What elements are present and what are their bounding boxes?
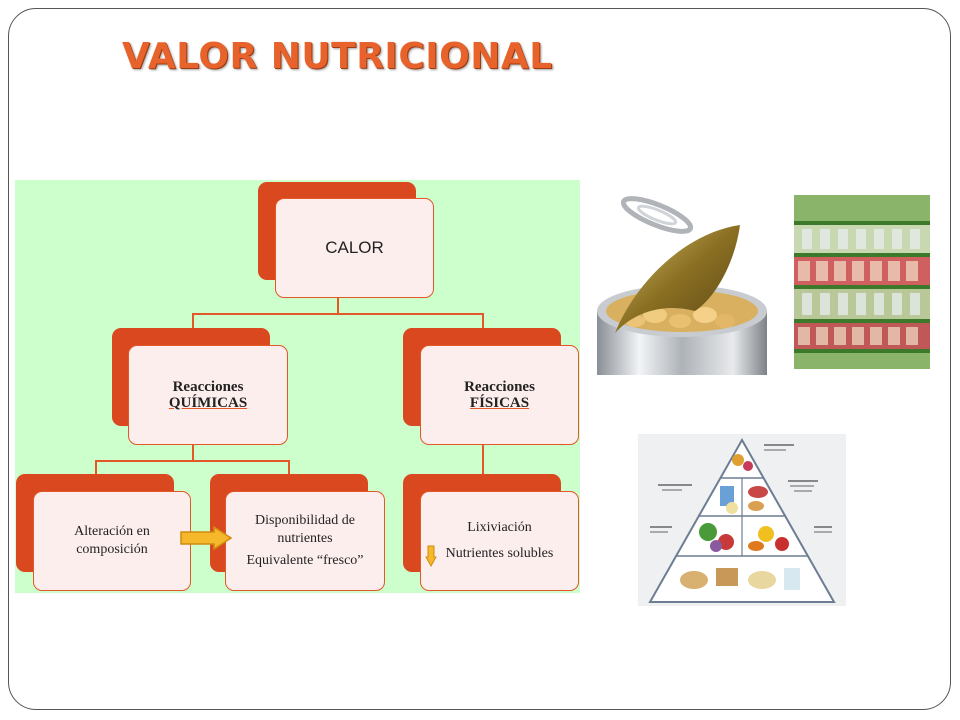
connector-right-child	[482, 445, 484, 475]
food-pyramid-illustration	[638, 434, 846, 606]
leaf-availability-line2: Equivalente “fresco”	[246, 553, 364, 568]
shelves-photo	[794, 195, 930, 369]
connector-left-down	[192, 313, 194, 329]
leaf-availability-line1: Disponibilidad de nutrientes	[255, 513, 355, 546]
connector-root-down	[337, 297, 339, 313]
chem-node-line1: Reacciones	[172, 379, 244, 395]
leaf-composition-label: Alteración en composición	[74, 524, 150, 557]
can-photo	[595, 193, 770, 375]
leaf-composition: Alteración en composición	[33, 491, 191, 591]
leaf-leaching-line1: Lixiviación	[467, 520, 532, 535]
phys-node: Reacciones FÍSICAS	[420, 345, 579, 445]
phys-node-line1: Reacciones	[464, 379, 535, 395]
connector-root-horizontal	[192, 313, 483, 315]
slide-title: VALOR NUTRICIONAL	[122, 36, 553, 77]
root-node: CALOR	[275, 198, 434, 298]
leaf-leaching: Lixiviación Nutrientes solubles	[420, 491, 579, 591]
chem-node-line2: QUÍMICAS	[169, 395, 247, 411]
connector-right-down	[482, 313, 484, 329]
connector-left-branch-down	[192, 445, 194, 461]
connector-left-child2	[288, 460, 290, 475]
leaf-availability: Disponibilidad de nutrientes Equivalente…	[225, 491, 385, 591]
leaf-leaching-line2: Nutrientes solubles	[445, 546, 554, 561]
chem-node-line2-text: QUÍMICAS	[168, 395, 248, 411]
connector-left-child1	[95, 460, 97, 475]
connector-left-branch-horizontal	[95, 460, 289, 462]
right-arrow-icon	[180, 526, 232, 550]
phys-node-line2-text: FÍSICAS	[469, 395, 530, 411]
chem-node: Reacciones QUÍMICAS	[128, 345, 288, 445]
phys-node-line2: FÍSICAS	[470, 395, 529, 411]
down-arrow-icon	[425, 545, 437, 567]
root-node-label: CALOR	[325, 238, 384, 257]
